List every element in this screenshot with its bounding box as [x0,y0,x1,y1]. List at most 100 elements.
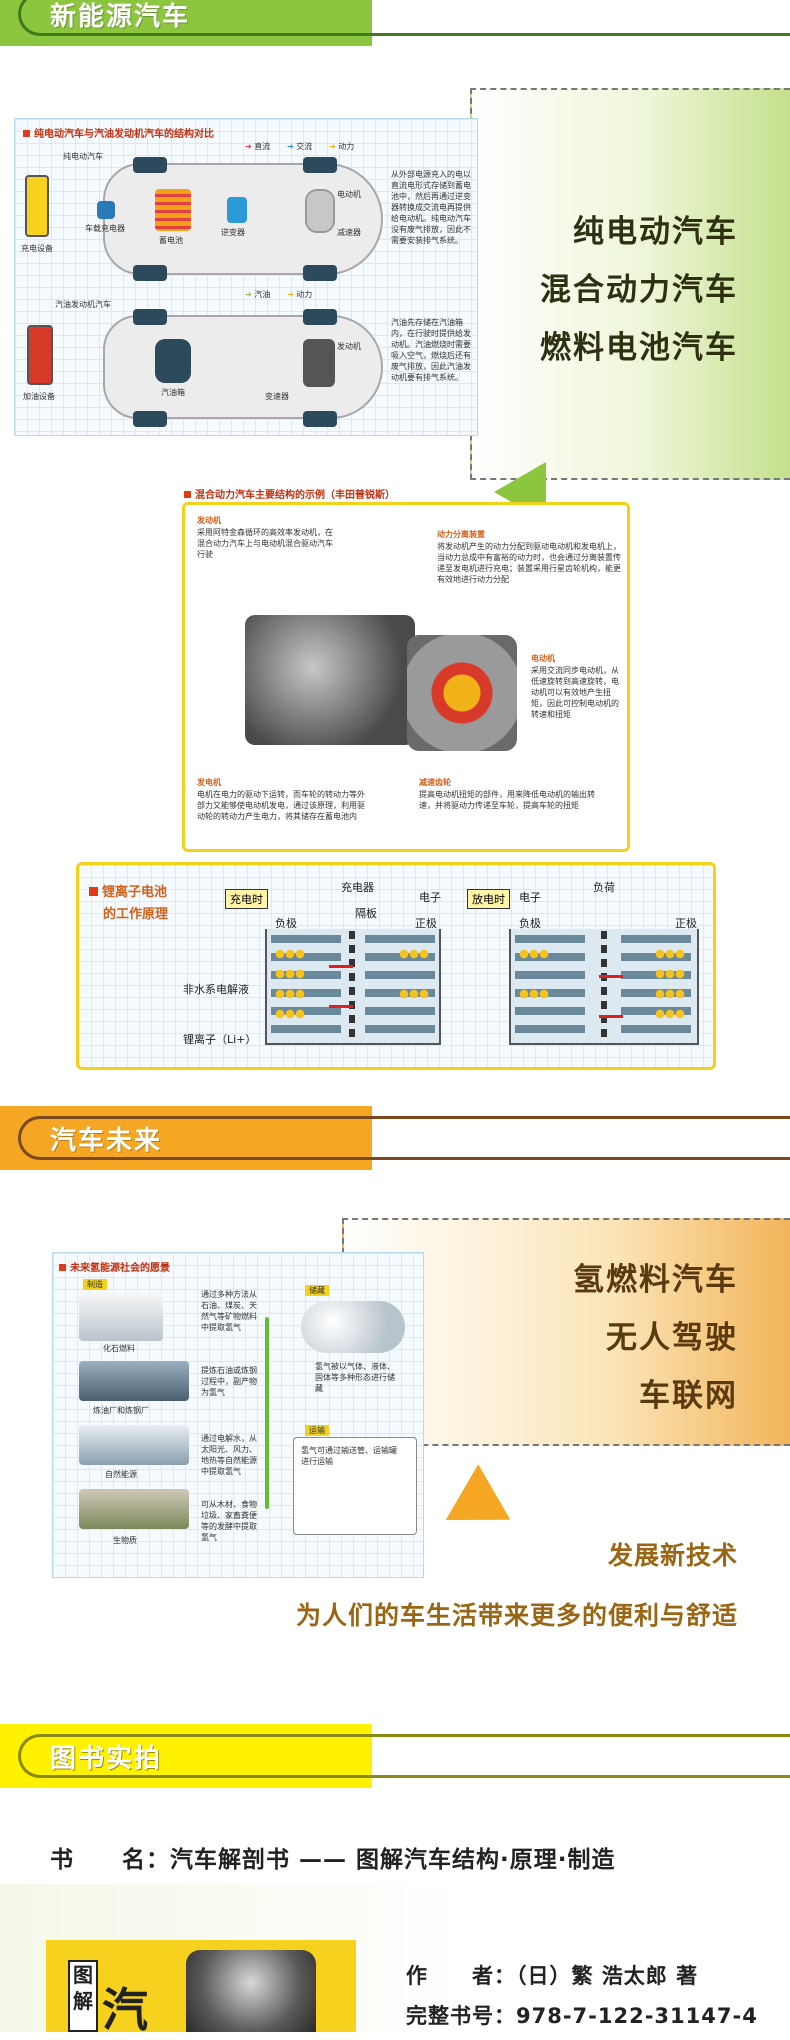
hydrogen-society-diagram: 未来氢能源社会的愿景 制造 储藏 运输 化石燃料 通过多种方法从石油、煤炭、天然… [52,1252,424,1578]
battery-label: 蓄电池 [159,236,183,245]
callout-line-fuel-cell: 燃料电池汽车 [540,330,738,366]
diagram-title: 纯电动汽车与汽油发动机汽车的结构对比 [23,125,214,140]
ion-row [655,1009,685,1019]
section-banner-photos: 图书实拍 [0,1724,790,1788]
cover-big-char: 汽 [102,1983,148,2037]
future-slogan-2: 为人们的车生活带来更多的便利与舒适 [295,1601,738,1630]
discharge-tag: 放电时 [467,889,510,909]
engine-photo [245,615,415,745]
ion-row [519,949,549,959]
future-slogan-1: 发展新技术 [607,1541,738,1570]
ion-row [655,949,685,959]
positive-label-right: 正极 [675,917,697,930]
wheel [303,411,337,427]
wheel [133,265,167,281]
legend-power: ➜ 动力 [329,142,355,151]
tag-transport: 运输 [305,1425,329,1436]
wind-solar-icon [79,1425,189,1465]
hybrid-diagram-title: 混合动力汽车主要结构的示例（丰田普锐斯） [184,486,395,501]
section-banner-new-energy: 新能源汽车 [0,0,790,46]
book-title: 书 名：汽车解剖书 —— 图解汽车结构·原理·制造 [50,1847,616,1873]
storage-tank-icon [301,1301,405,1353]
cover-chassis-photo [186,1950,316,2032]
callout-line-ev: 纯电动汽车 [573,214,738,250]
ion-row [399,989,429,999]
positive-label-left: 正极 [415,917,437,930]
ion-flow-arrow [329,1005,353,1008]
banner-frame [18,1734,790,1778]
engine-callout-desc: 采用阿特金森循环的高效率发动机，在混合动力汽车上与电动机混合驱动汽车行驶 [197,528,333,559]
motor-label: 电动机 [337,190,361,199]
wheel [303,265,337,281]
section-title: 汽车未来 [50,1126,163,1156]
legend-gas: ➜ 汽油 [245,290,271,299]
charger-label: 充电设备 [21,244,53,253]
ev-car-label: 纯电动汽车 [63,152,103,161]
wheel [133,309,167,325]
gas-pump-icon [27,325,53,385]
onboard-charger-label: 车载充电器 [85,224,125,233]
split-callout-label: 动力分离装置 [437,530,485,539]
ev-description: 从外部电源充入的电以直流电形式存储到蓄电池中，然后再通过逆变器转换成交流电再提供… [391,170,471,245]
motor-callout-desc: 采用交流同步电动机，从低速旋转到高速旋转，电动机可以有效地产生扭矩，因此可控制电… [531,666,619,719]
transport-box [293,1437,417,1535]
generator-callout-label: 发电机 [197,778,221,787]
hybrid-structure-diagram: 发动机 采用阿特金森循环的高效率发动机，在混合动力汽车上与电动机混合驱动汽车行驶… [182,502,630,852]
charger-station-icon [25,175,49,237]
negative-label-right: 负极 [519,917,541,930]
ion-flow-arrow [329,965,353,968]
separator-label: 隔板 [355,907,377,920]
ion-row [399,949,429,959]
separator-left [349,931,355,1043]
ion-row [655,969,685,979]
electron-label-left: 电子 [419,891,441,904]
store-desc: 氢气被以气体、液体、固体等多种形态进行储藏 [315,1362,395,1393]
cover-vertical-title: 图 解 [68,1960,98,2032]
ion-row [275,969,305,979]
transport-desc: 氢气可通过输送管、运输罐进行运输 [301,1446,397,1466]
orange-arrow-icon [429,1464,511,1548]
factory-desc: 提炼石油或炼钢过程中，副产物为氢气 [201,1366,257,1397]
book-isbn: 完整书号：978-7-122-31147-4 [406,2004,758,2028]
ion-row [655,989,685,999]
gas-station-label: 加油设备 [23,392,55,401]
ion-flow-arrow [599,1015,623,1018]
callout-line-autonomous: 无人驾驶 [606,1320,738,1356]
biomass-label: 生物质 [113,1536,137,1545]
separator-right [601,931,607,1043]
legend-dc: ➜ 直流 [245,142,271,151]
future-diagram-title: 未来氢能源社会的愿景 [59,1259,170,1274]
callout-line-hybrid: 混合动力汽车 [540,272,738,308]
banner-frame [18,0,790,36]
vehicle-types-callout: 纯电动汽车 混合动力汽车 燃料电池汽车 [470,88,790,480]
book-cover-image: 图 解 汽 [46,1940,356,2037]
legend-ac: ➜ 交流 [287,142,313,151]
onboard-charger-icon [97,201,115,219]
split-callout-desc: 将发动机产生的动力分配到驱动电动机和发电机上，当动力总成中有富裕的动力时，也会通… [437,542,621,584]
fuel-tank-icon [155,339,191,383]
section-title: 新能源汽车 [50,2,191,32]
gas-car-label: 汽油发动机汽车 [55,300,111,309]
wheel [133,157,167,173]
reducer-label: 减速器 [337,228,361,237]
section-title: 图书实拍 [50,1744,163,1774]
wheel [133,411,167,427]
banner-band [0,0,372,46]
fossil-desc: 通过多种方法从石油、煤炭、天然气等矿物燃料中提取氢气 [201,1290,257,1332]
charger-label: 充电器 [341,881,374,894]
ion-row [275,989,305,999]
flow-line [265,1317,269,1509]
transmission-label: 变速器 [265,392,289,401]
gear-callout-desc: 提高电动机扭矩的部件，用来降低电动机的输出转速，并将驱动力传递至车轮，提高车轮的… [419,790,595,810]
electron-label-right: 电子 [519,891,541,904]
lithium-ion-label: 锂离子（Li+） [183,1033,257,1046]
ion-row [275,1009,305,1019]
oil-rig-icon [79,1293,163,1341]
factory-label: 炼油厂和炼钢厂 [93,1406,149,1415]
engine-callout-label: 发动机 [197,516,221,525]
gas-description: 汽油先存储在汽油箱内，在行驶时提供给发动机。汽油燃烧时需要吸入空气，燃烧后还有废… [391,318,471,382]
gear-callout-label: 减速齿轮 [419,778,451,787]
motor-callout-label: 电动机 [531,654,555,663]
callout-line-connected: 车联网 [639,1378,738,1414]
tank-label: 汽油箱 [161,388,185,397]
